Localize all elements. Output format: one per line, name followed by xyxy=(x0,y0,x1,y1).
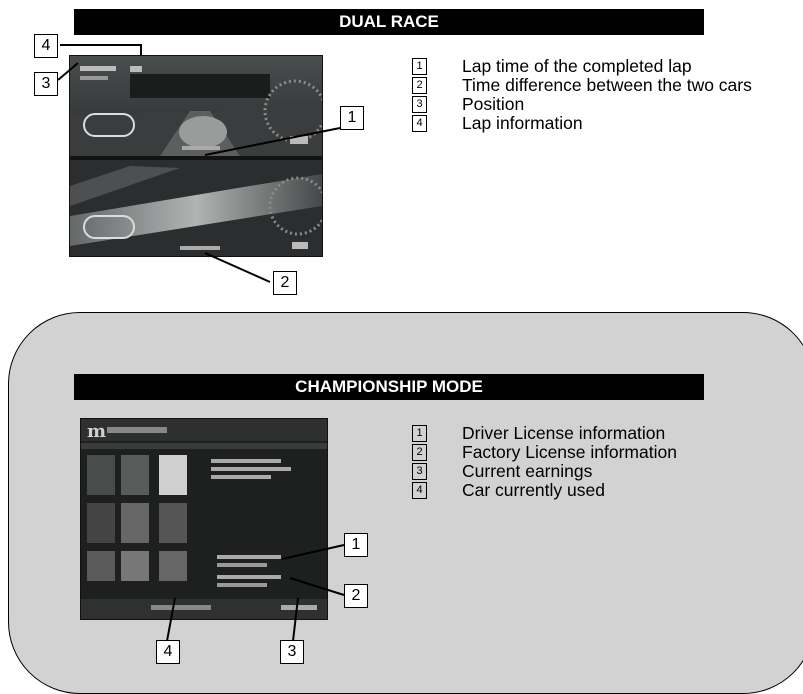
legend-text: Current earnings xyxy=(462,461,593,481)
legend-number: 1 xyxy=(412,58,427,75)
dual-race-callout-2: 2 xyxy=(273,271,297,295)
championship-callout-1: 1 xyxy=(344,533,368,557)
legend-number: 2 xyxy=(412,444,427,461)
legend-text: Time difference between the two cars xyxy=(462,75,752,95)
legend-text: Lap information xyxy=(462,113,583,133)
legend-number: 4 xyxy=(412,115,427,132)
legend-item: 4 Lap information xyxy=(404,114,784,133)
dual-race-callout-1: 1 xyxy=(340,106,364,130)
legend-item: 4 Car currently used xyxy=(404,481,784,500)
championship-header: CHAMPIONSHIP MODE xyxy=(74,374,704,400)
legend-text: Factory License information xyxy=(462,442,677,462)
legend-text: Position xyxy=(462,94,525,114)
legend-number: 3 xyxy=(412,463,427,480)
championship-legend: 1 Driver License information 2 Factory L… xyxy=(404,424,784,500)
dual-race-header: DUAL RACE xyxy=(74,9,704,35)
championship-callout-3: 3 xyxy=(280,640,304,664)
legend-item: 2 Factory License information xyxy=(404,443,784,462)
legend-item: 3 Position xyxy=(404,95,784,114)
legend-number: 1 xyxy=(412,425,427,442)
svg-text:m: m xyxy=(87,421,106,442)
legend-number: 2 xyxy=(412,77,427,94)
dual-race-leader-lines xyxy=(57,44,341,283)
legend-item: 2 Time difference between the two cars xyxy=(404,76,784,95)
dual-race-legend: 1 Lap time of the completed lap 2 Time d… xyxy=(404,57,784,133)
championship-leader-lines xyxy=(166,544,345,642)
dual-race-callout-4: 4 xyxy=(34,34,58,58)
legend-item: 1 Lap time of the completed lap xyxy=(404,57,784,76)
championship-game-image: m xyxy=(81,419,327,619)
dual-race-callout-3: 3 xyxy=(34,72,58,96)
legend-number: 3 xyxy=(412,96,427,113)
legend-text: Lap time of the completed lap xyxy=(462,56,692,76)
legend-item: 3 Current earnings xyxy=(404,462,784,481)
championship-callout-2: 2 xyxy=(344,584,368,608)
legend-text: Car currently used xyxy=(462,480,605,500)
legend-number: 4 xyxy=(412,482,427,499)
championship-callout-4: 4 xyxy=(156,640,180,664)
championship-screenshot: m xyxy=(80,418,328,620)
legend-item: 1 Driver License information xyxy=(404,424,784,443)
legend-text: Driver License information xyxy=(462,423,666,443)
